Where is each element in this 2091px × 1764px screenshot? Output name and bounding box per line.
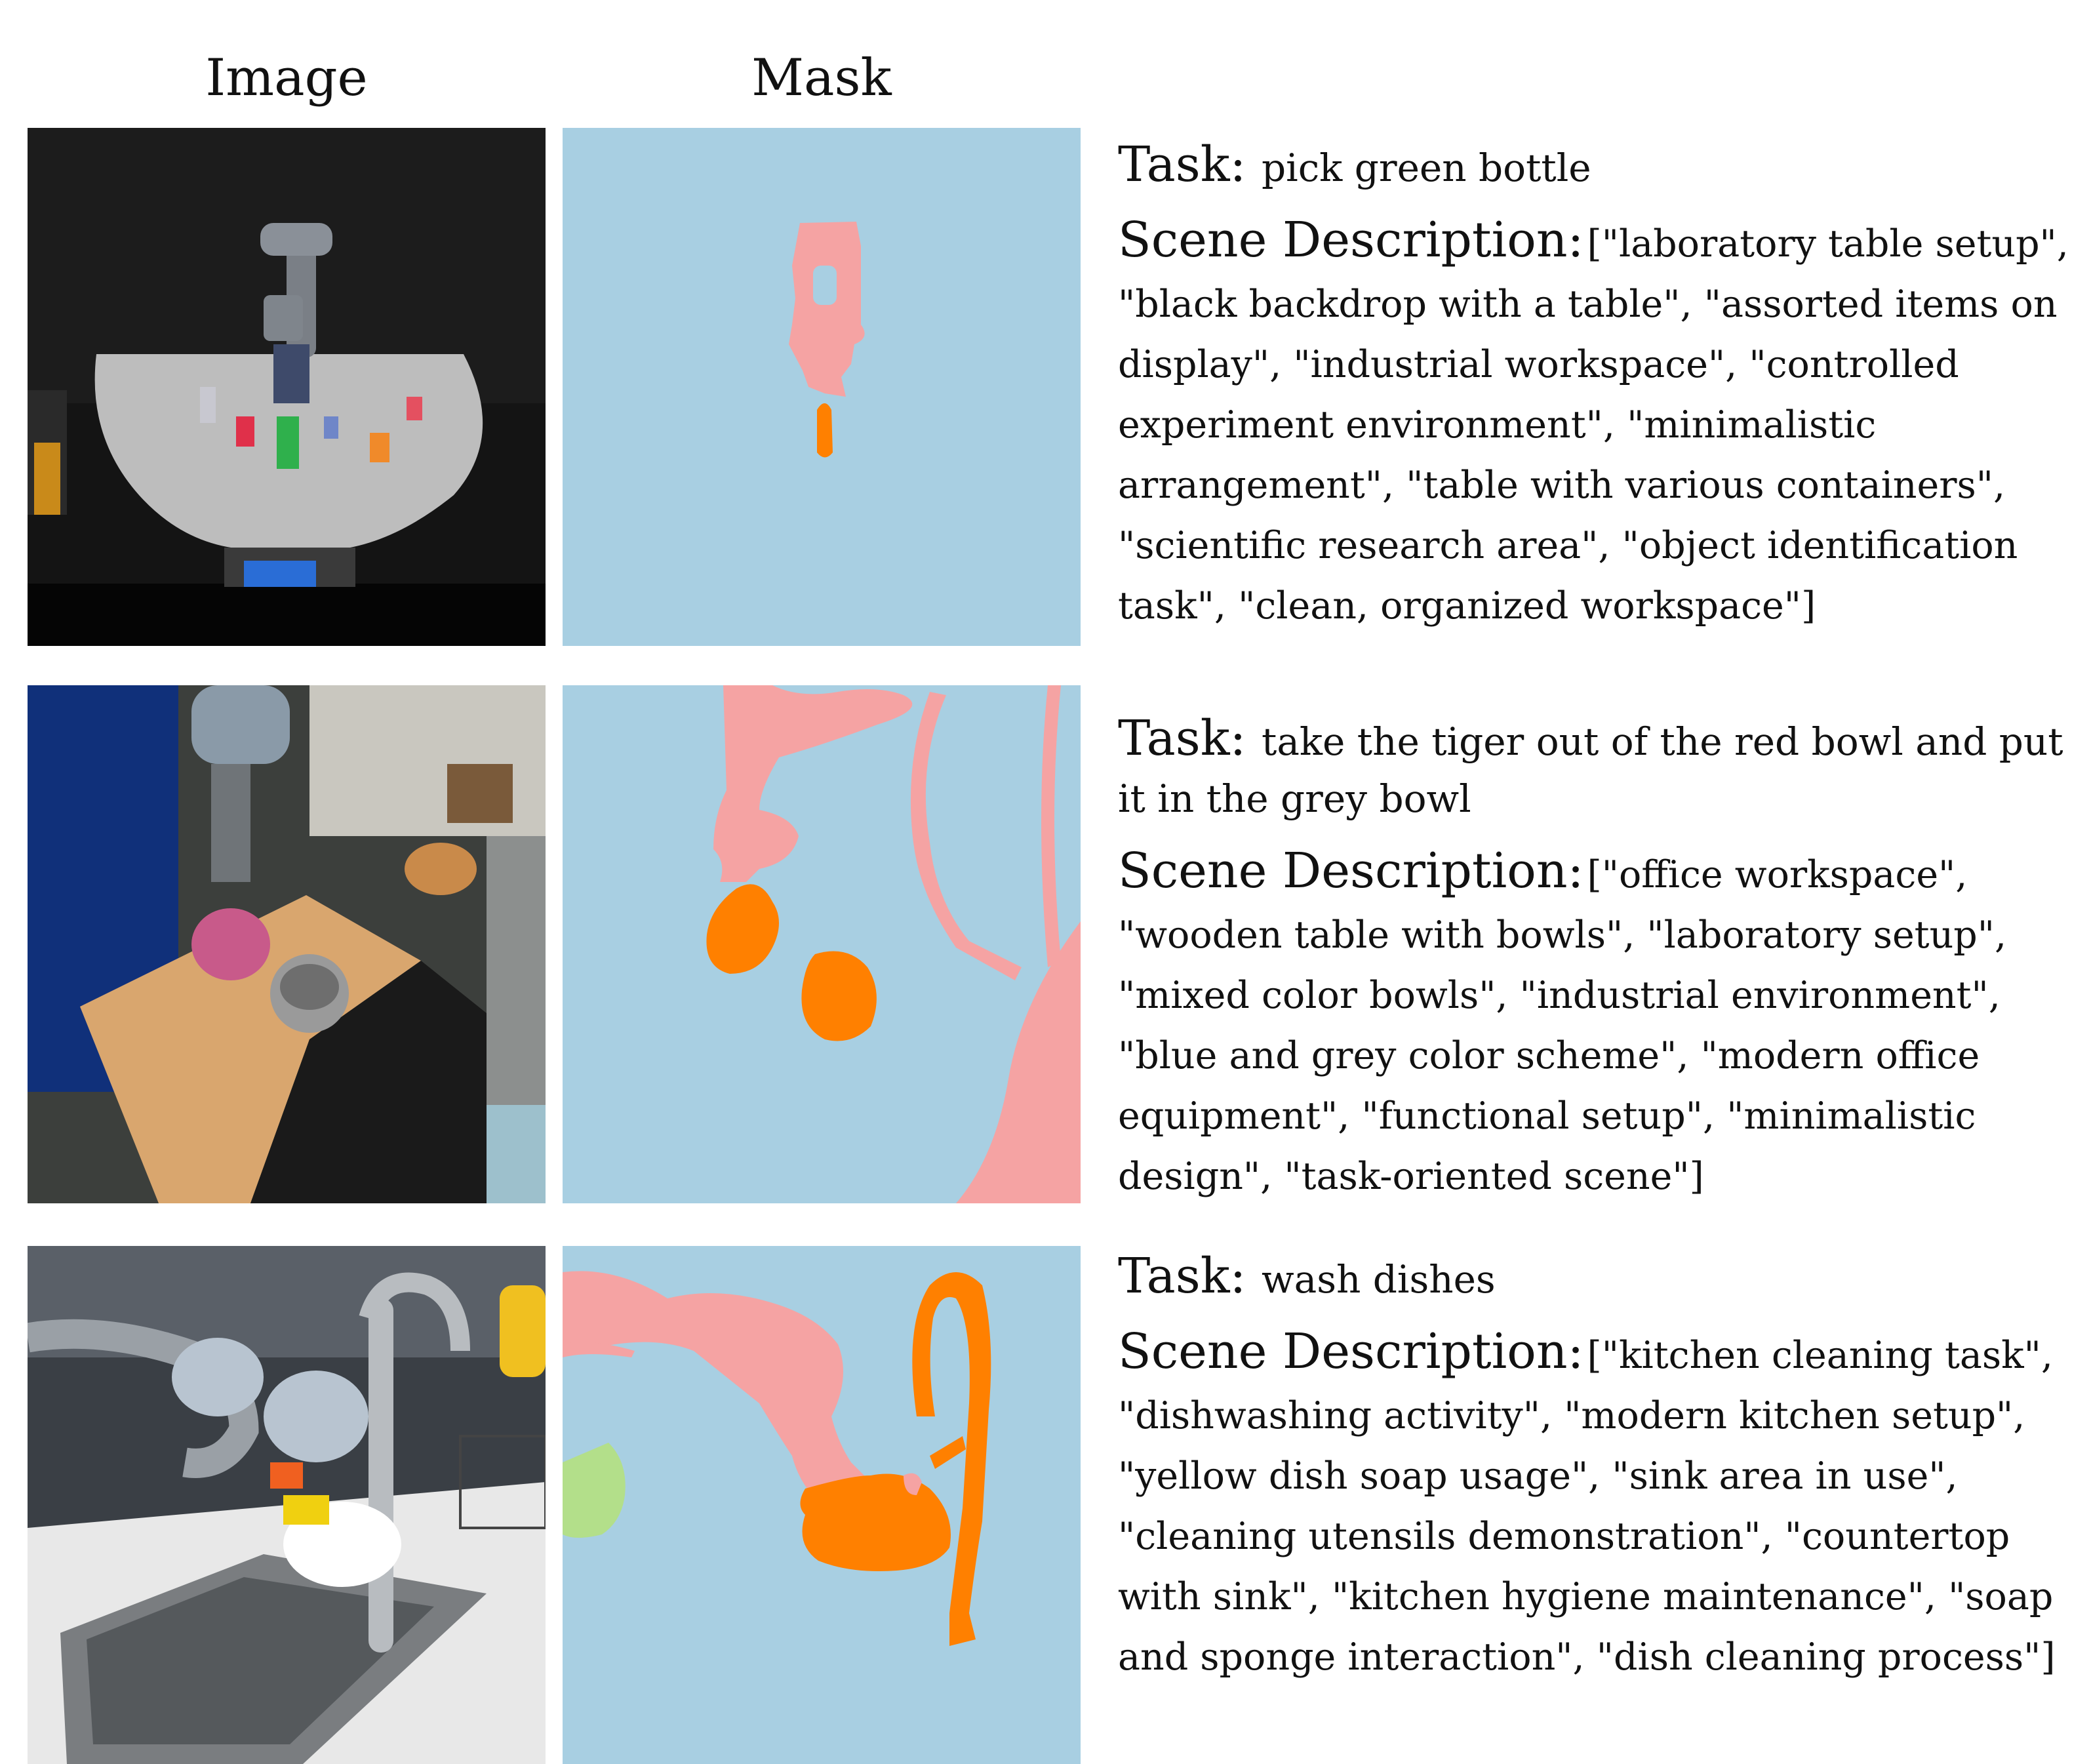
task-line: Task: take the tiger out of the red bowl…: [1118, 712, 2075, 826]
scene-description-text: ["kitchen cleaning task", "dishwashing a…: [1118, 1334, 2056, 1679]
task-label: Task:: [1118, 710, 1246, 767]
image-column-header: Image: [205, 49, 368, 108]
task-line: Task: pick green bottle: [1118, 138, 2075, 195]
task-line: Task: wash dishes: [1118, 1249, 2075, 1306]
scene-description-line: Scene Description: ["laboratory table se…: [1118, 214, 2075, 641]
row2-caption: Task: take the tiger out of the red bowl…: [1118, 712, 2075, 1211]
scene-description-label: Scene Description:: [1118, 843, 1584, 899]
task-text: take the tiger out of the red bowl and p…: [1118, 719, 2063, 821]
row2-mask-image: [563, 685, 1081, 1203]
scene-description-text: ["laboratory table setup", "black backdr…: [1118, 222, 2069, 628]
scene-description-text: ["office workspace", "wooden table with …: [1118, 853, 2007, 1198]
scene-description-label: Scene Description:: [1118, 1323, 1584, 1380]
scene-description-label: Scene Description:: [1118, 212, 1584, 268]
row3-scene-image: [28, 1246, 546, 1764]
scene-description-line: Scene Description: ["kitchen cleaning ta…: [1118, 1326, 2075, 1692]
scene-description-line: Scene Description: ["office workspace", …: [1118, 845, 2075, 1211]
row1-scene-image: [28, 128, 546, 646]
task-label: Task:: [1118, 136, 1246, 193]
row1-caption: Task: pick green bottle Scene Descriptio…: [1118, 138, 2075, 641]
task-text: pick green bottle: [1262, 146, 1591, 190]
row1-mask-image: [563, 128, 1081, 646]
task-text: wash dishes: [1262, 1257, 1496, 1302]
mask-column-header: Mask: [751, 49, 892, 108]
row3-mask-image: [563, 1246, 1081, 1764]
row3-caption: Task: wash dishes Scene Description: ["k…: [1118, 1249, 2075, 1692]
task-label: Task:: [1118, 1248, 1246, 1304]
row2-scene-image: [28, 685, 546, 1203]
